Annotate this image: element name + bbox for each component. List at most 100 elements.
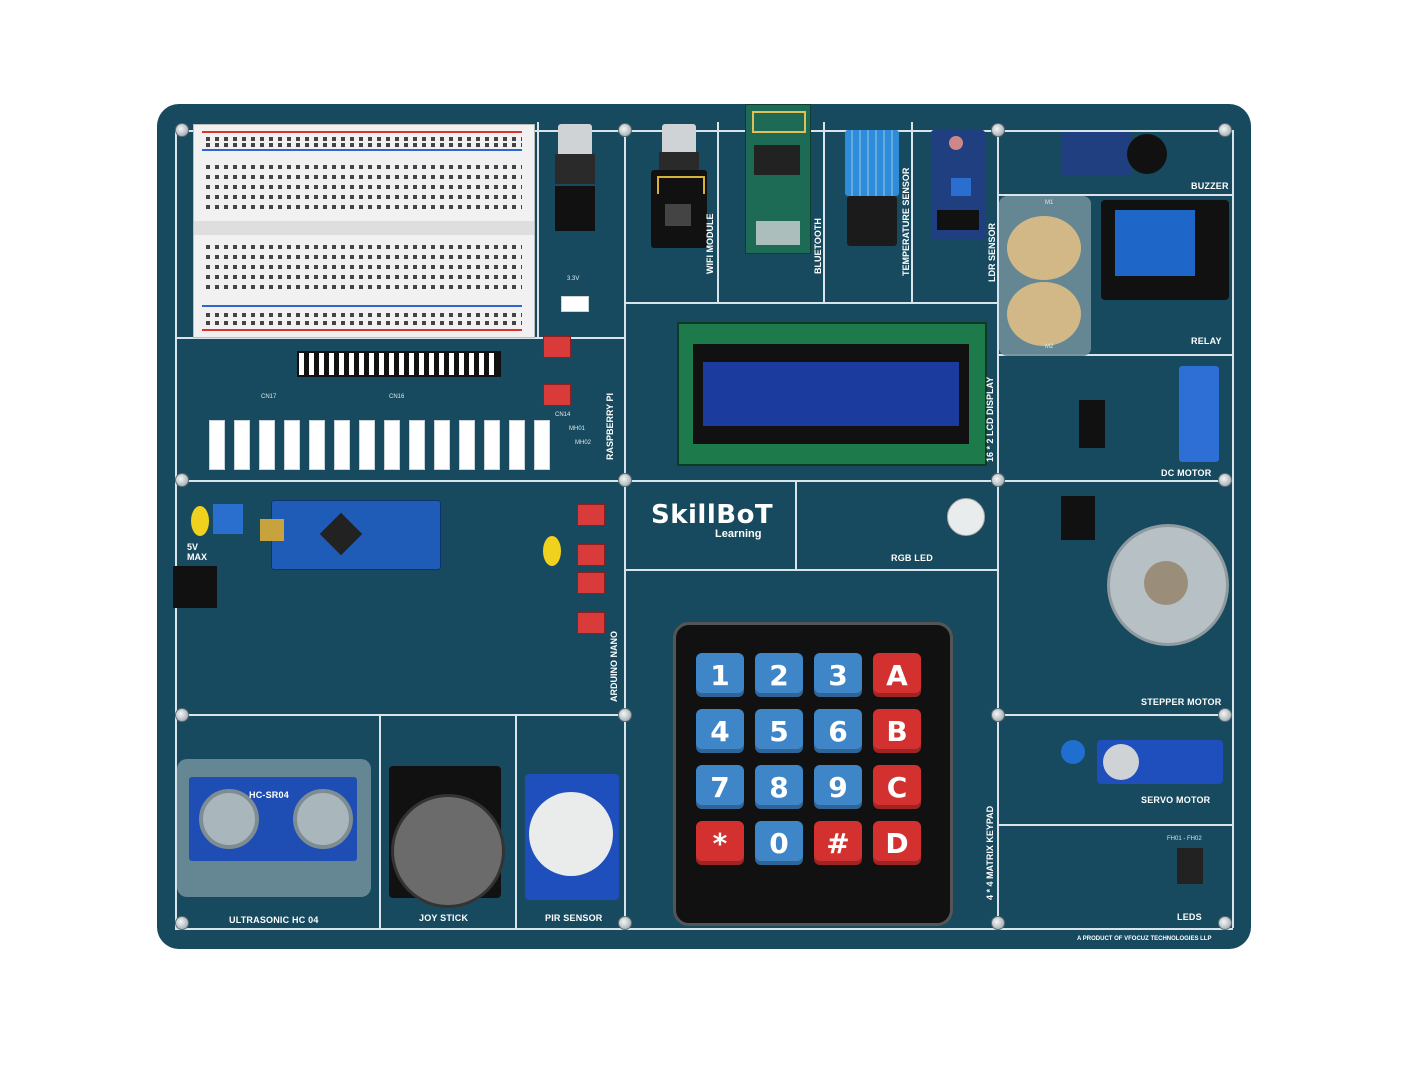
divider (175, 714, 625, 716)
screw (1218, 473, 1232, 487)
divider (998, 354, 1233, 356)
keypad-key[interactable]: 0 (755, 821, 803, 865)
pin-header[interactable] (259, 420, 275, 470)
screw (175, 708, 189, 722)
divider (175, 130, 177, 928)
power-connector[interactable] (577, 544, 605, 566)
pin-header[interactable] (409, 420, 425, 470)
dht-pcb (847, 196, 897, 246)
screw (991, 123, 1005, 137)
dc-motor-terminal[interactable] (1179, 366, 1219, 462)
pin-header[interactable] (459, 420, 475, 470)
keypad-key[interactable]: 3 (814, 653, 862, 697)
dc-motor-panel (999, 196, 1091, 356)
pin-header[interactable] (284, 420, 300, 470)
ldr-module (931, 130, 985, 240)
dht-sensor (845, 130, 899, 196)
power-connector[interactable] (577, 612, 605, 634)
divider (998, 824, 1233, 826)
raspberry-header-row (209, 420, 559, 474)
divider (379, 714, 381, 928)
fuse-note: 5V MAX (187, 542, 207, 562)
hcsr04-label: HC-SR04 (249, 790, 289, 800)
buzzer (1127, 134, 1167, 174)
keypad-key[interactable]: # (814, 821, 862, 865)
pin-header[interactable] (484, 420, 500, 470)
keypad-key[interactable]: 1 (696, 653, 744, 697)
divider (1232, 130, 1234, 928)
power-connector[interactable] (543, 336, 571, 358)
label-cn14: CN14 (555, 412, 571, 418)
dc-jack[interactable] (173, 566, 217, 608)
lcd-label: 16 * 2 LCD DISPLAY (985, 376, 995, 462)
divider (823, 122, 825, 302)
divider (997, 130, 999, 928)
pin-header[interactable] (209, 420, 225, 470)
pin-header[interactable] (509, 420, 525, 470)
keypad-key[interactable]: A (873, 653, 921, 697)
label-cn17: CN17 (261, 394, 277, 400)
keypad-key[interactable]: B (873, 709, 921, 753)
pir-sensor (525, 774, 619, 900)
keypad-key[interactable]: D (873, 821, 921, 865)
breadboard[interactable] (193, 124, 535, 338)
pin-header[interactable] (234, 420, 250, 470)
capacitor (1061, 740, 1085, 764)
label-fh: FH01 - FH02 (1167, 836, 1202, 842)
keypad-key[interactable]: 9 (814, 765, 862, 809)
keypad-key[interactable]: 6 (814, 709, 862, 753)
pin-header[interactable] (434, 420, 450, 470)
footer-text: A PRODUCT OF VFOCUZ TECHNOLOGIES LLP (1077, 936, 1212, 942)
pir-label: PIR SENSOR (545, 913, 603, 923)
screw (991, 916, 1005, 930)
divider (998, 194, 1233, 196)
stepper-motor (1107, 524, 1229, 646)
pin-header[interactable] (309, 420, 325, 470)
keypad-key[interactable]: 4 (696, 709, 744, 753)
servo-motor (1097, 740, 1223, 784)
voltage-regulator (555, 124, 595, 239)
joystick-label: JOY STICK (419, 913, 469, 923)
keypad-key[interactable]: C (873, 765, 921, 809)
leds-label: LEDS (1177, 912, 1202, 922)
keypad-key[interactable]: 2 (755, 653, 803, 697)
power-connector[interactable] (543, 384, 571, 406)
lcd-screen (703, 362, 959, 426)
stepper-driver-ic (1061, 496, 1095, 540)
ultrasonic-panel (177, 759, 371, 897)
divider (175, 337, 625, 339)
pin-header[interactable] (384, 420, 400, 470)
pin-header[interactable] (334, 420, 350, 470)
label-3v3: 3.3V (567, 276, 580, 282)
keypad-key[interactable]: 5 (755, 709, 803, 753)
screw (991, 473, 1005, 487)
screw (618, 708, 632, 722)
relay-module (1101, 200, 1229, 300)
divider (175, 928, 1233, 930)
led-cluster (1177, 848, 1203, 884)
joystick[interactable] (389, 766, 505, 908)
keypad-key[interactable]: 8 (755, 765, 803, 809)
raspberry-pi-label: RASPBERRY PI (605, 392, 615, 460)
power-header[interactable] (561, 296, 589, 312)
divider (624, 130, 626, 928)
pin-header[interactable] (359, 420, 375, 470)
divider (625, 569, 998, 571)
arduino-nano (260, 500, 441, 570)
power-connector[interactable] (577, 572, 605, 594)
screw (175, 473, 189, 487)
fuse (191, 506, 209, 536)
raspberry-pi-gpio[interactable] (297, 351, 501, 377)
wifi-module-label: WIFI MODULE (705, 213, 715, 275)
divider (717, 122, 719, 302)
relay-label: RELAY (1191, 336, 1222, 346)
keypad-key[interactable]: * (696, 821, 744, 865)
label-m1: M1 (1045, 200, 1054, 206)
power-connector[interactable] (577, 504, 605, 526)
temperature-label: TEMPERATURE SENSOR (901, 167, 911, 276)
screw (618, 123, 632, 137)
keypad-key[interactable]: 7 (696, 765, 744, 809)
pin-header[interactable] (534, 420, 550, 470)
potentiometer[interactable] (213, 504, 243, 534)
